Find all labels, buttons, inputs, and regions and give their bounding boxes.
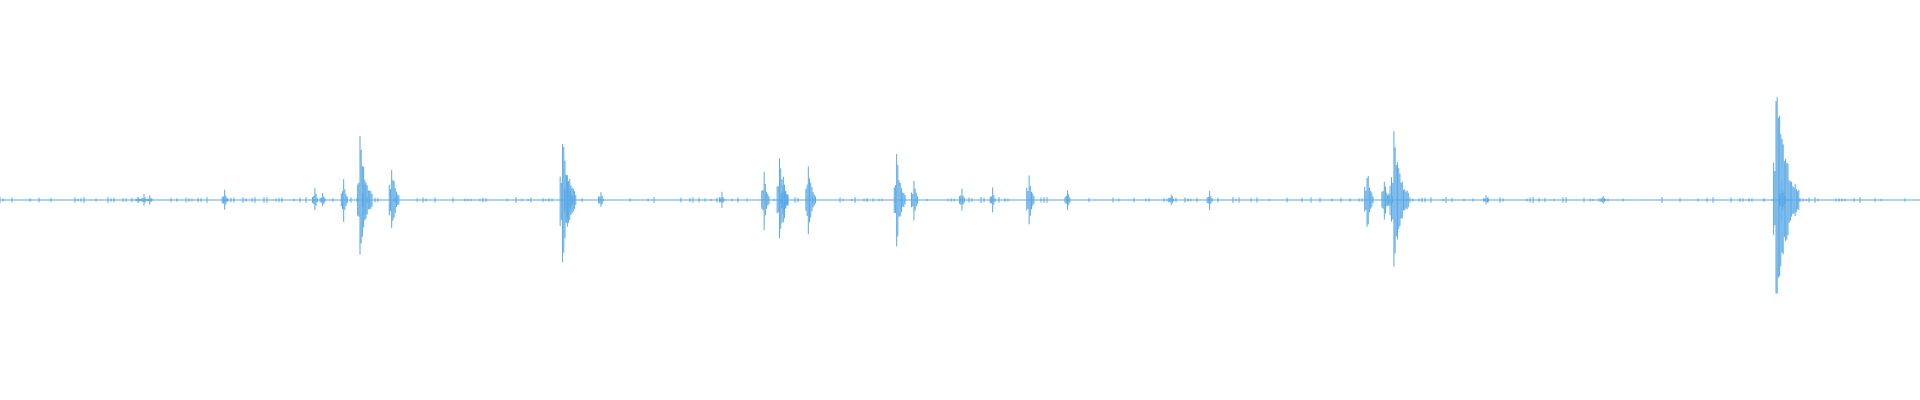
waveform-peaks (0, 97, 1918, 294)
